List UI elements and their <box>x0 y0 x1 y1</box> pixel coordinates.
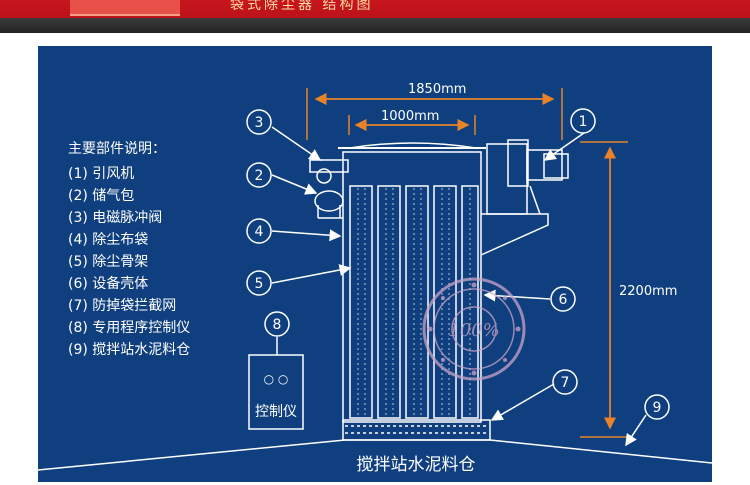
callout-label-7: 7 <box>561 375 570 391</box>
callout-6 <box>550 286 576 312</box>
callout-label-9: 9 <box>653 400 662 416</box>
parts-legend: 主要部件说明： (1) 引风机 (2) 储气包 (3) 电磁脉冲阀 (4) 除尘… <box>68 138 190 361</box>
legend-item-5: (5) 除尘骨架 <box>68 254 149 270</box>
callout-2 <box>246 162 272 188</box>
banner-dark-strip <box>0 18 750 33</box>
callout-8 <box>264 311 290 337</box>
dimension-inner-width: 1000mm <box>381 109 439 124</box>
quality-stamp: 100% <box>422 277 526 381</box>
controller-dots: ○ ○ <box>264 372 289 386</box>
callout-3 <box>246 109 272 135</box>
legend-item-6: (6) 设备壳体 <box>68 276 149 292</box>
callout-label-4: 4 <box>255 224 264 240</box>
callout-label-8: 8 <box>273 317 282 333</box>
dimension-height: 2200mm <box>619 284 677 299</box>
silo-label: 搅拌站水泥料仓 <box>357 455 476 475</box>
callout-1 <box>570 108 596 134</box>
legend-item-2: (2) 储气包 <box>68 188 135 204</box>
dimension-outer-width: 1850mm <box>408 82 466 97</box>
legend-item-1: (1) 引风机 <box>68 166 135 182</box>
program-controller: ○ ○ 控制仪 <box>248 354 304 430</box>
dimension-lines <box>306 88 628 438</box>
callout-label-1: 1 <box>579 114 588 130</box>
banner-logo <box>70 0 180 16</box>
callout-label-3: 3 <box>255 115 264 131</box>
callout-leaders <box>271 126 647 447</box>
top-banner: 袋式除尘器 结构图 <box>0 0 750 33</box>
diagram-panel <box>38 46 712 482</box>
legend-title: 主要部件说明： <box>68 141 166 157</box>
legend-item-9: (9) 搅拌站水泥料仓 <box>68 342 191 358</box>
stamp-center-text: 100% <box>448 320 499 341</box>
collector-housing <box>309 139 569 441</box>
controller-label: 控制仪 <box>255 404 297 420</box>
legend-item-8: (8) 专用程序控制仪 <box>68 320 191 336</box>
legend-item-3: (3) 电磁脉冲阀 <box>68 210 163 226</box>
filter-bags <box>349 185 479 419</box>
callout-4 <box>246 218 272 244</box>
callout-7 <box>552 369 578 395</box>
callout-circles <box>246 108 670 420</box>
callout-9 <box>644 394 670 420</box>
callout-label-6: 6 <box>559 292 568 308</box>
banner-title: 袋式除尘器 结构图 <box>230 0 374 13</box>
callout-5 <box>246 270 272 296</box>
callout-label-5: 5 <box>255 276 264 292</box>
legend-item-4: (4) 除尘布袋 <box>68 232 149 248</box>
callout-label-2: 2 <box>255 168 264 184</box>
legend-item-7: (7) 防掉袋拦截网 <box>68 298 177 314</box>
